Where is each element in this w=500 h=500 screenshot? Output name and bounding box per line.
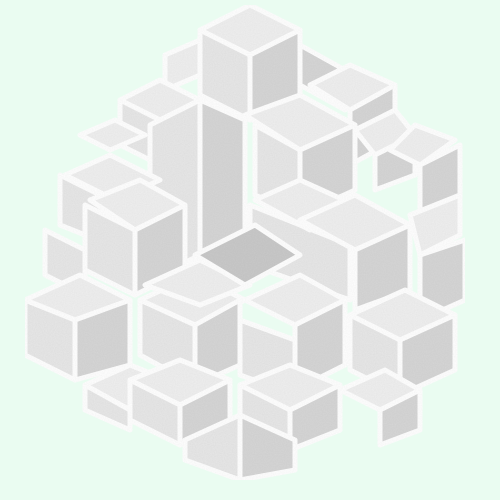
cube-face-top-3 [162, 37, 203, 93]
cube-face-right-56 [237, 412, 298, 483]
cube-face-top-28 [407, 192, 463, 258]
cube-face-left-46 [82, 382, 133, 433]
cube-faces [22, 2, 468, 483]
cube-face-right-54 [377, 387, 423, 448]
cube-face-top-9 [77, 117, 148, 153]
cube-face-shadow-38 [192, 222, 303, 288]
